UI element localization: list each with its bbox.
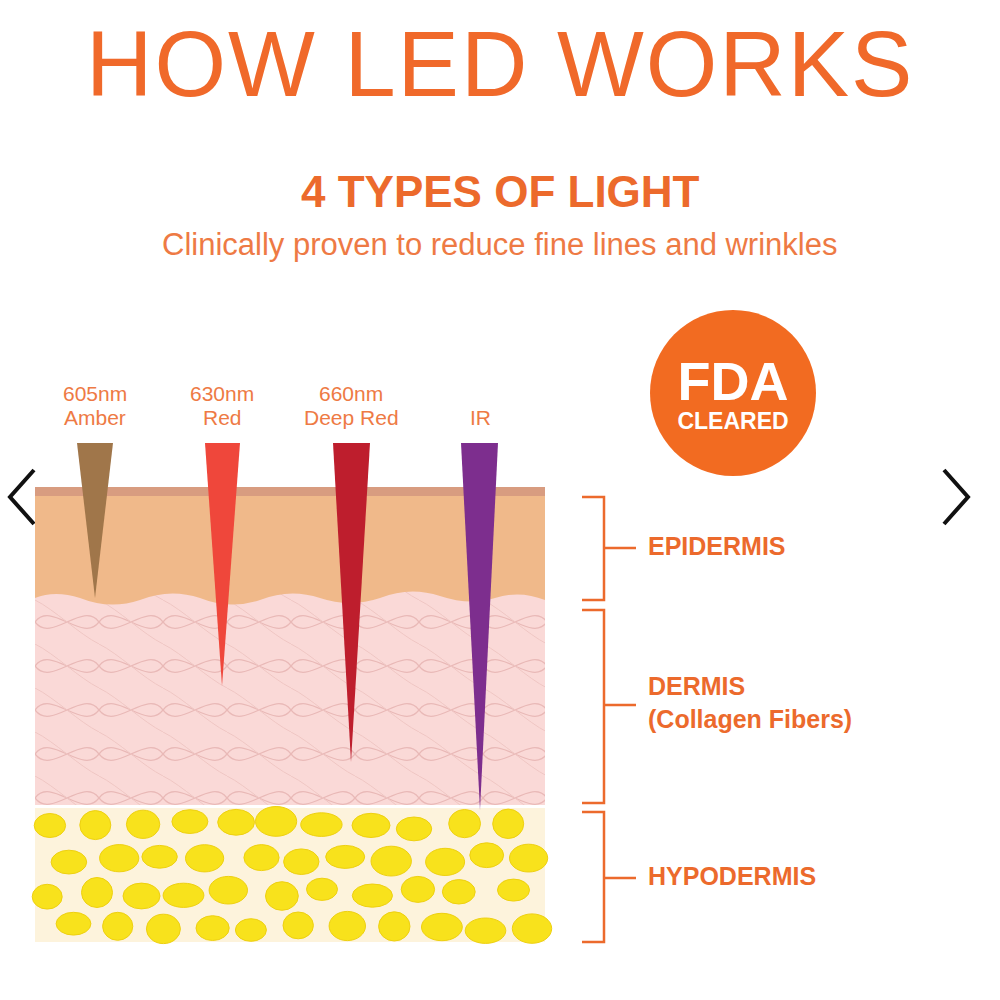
deep-red-beam — [333, 443, 370, 762]
fat-cell — [100, 845, 139, 872]
badge-heading: FDA — [678, 353, 789, 410]
fat-cell — [256, 807, 297, 837]
fat-cell — [82, 878, 113, 908]
layer-brackets — [582, 497, 636, 942]
fat-cell — [123, 883, 160, 909]
fat-cell — [283, 912, 313, 939]
fat-cell — [352, 884, 392, 907]
layer-label: HYPODERMIS — [648, 863, 816, 891]
light-name: Deep Red — [304, 406, 399, 429]
fat-cell — [34, 814, 65, 838]
fat-cell — [371, 846, 411, 876]
fat-cell — [56, 912, 91, 935]
prev-chevron — [10, 470, 34, 524]
fat-cell — [329, 911, 365, 940]
wavelength: 605nm — [63, 382, 127, 405]
fat-cell — [449, 810, 481, 838]
page-title: HOW LED WORKS — [86, 14, 914, 115]
fat-cell — [422, 913, 463, 940]
fat-cell — [103, 912, 133, 940]
fat-cell — [301, 813, 342, 837]
fat-cell — [498, 879, 530, 901]
fat-cell — [126, 810, 159, 838]
fat-cell — [196, 916, 229, 941]
layer-label: (Collagen Fibers) — [648, 706, 852, 734]
layer-label: EPIDERMIS — [648, 533, 786, 561]
light-name: Red — [203, 406, 242, 429]
fat-cell — [32, 884, 62, 909]
dermis-layer — [35, 590, 545, 805]
fat-cell — [470, 843, 504, 868]
fat-cell — [442, 880, 475, 904]
fat-cell — [512, 914, 551, 943]
badge-text: CLEARED — [677, 409, 788, 433]
tagline: Clinically proven to reduce fine lines a… — [162, 228, 837, 262]
fat-cell — [307, 878, 338, 900]
light-name: Amber — [64, 406, 126, 429]
fat-cell — [218, 809, 255, 835]
fat-cell — [80, 811, 111, 840]
fat-cell — [244, 845, 279, 871]
light-name: IR — [470, 406, 491, 429]
fat-cell — [142, 845, 177, 868]
fat-cell — [186, 845, 224, 872]
fat-cell — [326, 845, 365, 868]
subtitle: 4 TYPES OF LIGHT — [301, 168, 700, 216]
fat-cell — [509, 844, 547, 872]
fat-cell — [284, 849, 319, 875]
fat-cell — [172, 810, 208, 834]
next-chevron — [944, 470, 968, 524]
fat-cells — [32, 807, 552, 944]
fat-cell — [266, 882, 299, 911]
amber-beam — [77, 443, 113, 598]
fat-cell — [146, 914, 180, 943]
ir-beam — [461, 443, 498, 810]
fat-cell — [426, 848, 465, 875]
fat-cell — [51, 850, 87, 874]
fat-cell — [465, 918, 506, 943]
fat-cell — [493, 809, 524, 838]
fat-cell — [379, 912, 410, 941]
fat-cell — [163, 883, 204, 907]
fat-cell — [352, 813, 390, 837]
fat-cell — [401, 876, 434, 902]
fat-cell — [396, 817, 431, 841]
wavelength: 660nm — [319, 382, 383, 405]
fat-cell — [235, 919, 266, 942]
wavelength: 630nm — [190, 382, 254, 405]
collagen-fibers — [35, 590, 545, 805]
layer-label: DERMIS — [648, 673, 745, 701]
badge-circle: FDACLEARED — [650, 310, 816, 476]
red-beam — [205, 443, 240, 686]
fat-cell — [209, 876, 247, 904]
